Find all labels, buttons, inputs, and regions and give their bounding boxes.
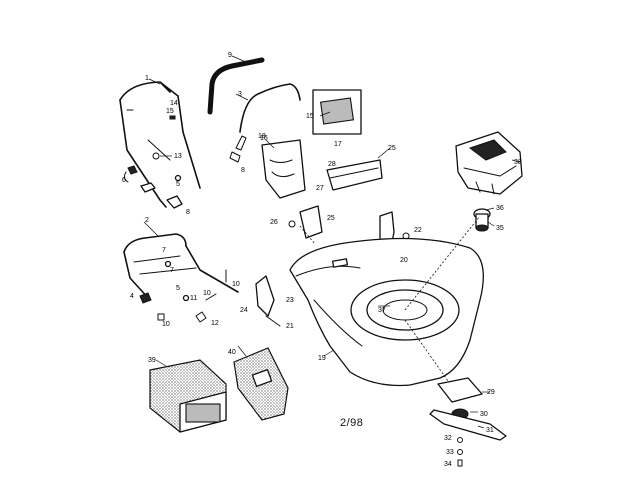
callout-32: 32 [444, 435, 452, 442]
callout-6: 6 [122, 177, 126, 184]
callout-10b: 10 [162, 321, 170, 328]
height-adjuster-left [255, 275, 281, 327]
callout-labels: 1 2 3 4 5 5 6 7 7 8 8 9 10 10 10 11 12 1… [122, 52, 522, 468]
mower-deck [289, 237, 484, 387]
callout-19: 19 [318, 355, 326, 362]
callout-22: 22 [414, 227, 422, 234]
callout-15a: 15 [166, 108, 174, 115]
callout-37: 37 [378, 307, 386, 314]
callout-24: 24 [240, 307, 248, 314]
callout-4: 4 [130, 293, 134, 300]
assembly-lines [299, 215, 481, 399]
callout-7a: 7 [162, 247, 166, 254]
callout-17: 17 [334, 141, 342, 148]
engine-mount [473, 208, 491, 232]
callout-12: 12 [211, 320, 219, 327]
upper-handle [119, 81, 201, 208]
engine [455, 131, 523, 195]
upper-handle-hardware [123, 115, 183, 209]
callout-38: 38 [514, 159, 522, 166]
lower-handle-hardware [139, 260, 227, 323]
callout-5b: 5 [176, 285, 180, 292]
callout-10a: 10 [232, 281, 240, 288]
callout-16: 16 [260, 135, 268, 142]
callout-9: 9 [228, 52, 232, 59]
callout-35: 35 [496, 225, 504, 232]
callout-31: 31 [486, 427, 494, 434]
callout-8b: 8 [241, 167, 245, 174]
callout-1: 1 [145, 75, 149, 82]
page-code: 2/98 [340, 417, 364, 429]
callout-25a: 25 [327, 215, 335, 222]
callout-36: 36 [496, 205, 504, 212]
callout-18: 18 [258, 133, 266, 140]
leader-lines [143, 55, 521, 429]
callout-15b: 15 [306, 113, 314, 120]
blade-assembly [429, 408, 507, 467]
control-cable [229, 83, 301, 163]
rear-pivot-bracket [288, 205, 323, 239]
callout-28: 28 [328, 161, 336, 168]
callout-25b: 25 [388, 145, 396, 152]
grass-bag-frame [233, 347, 289, 421]
callout-2: 2 [145, 217, 149, 224]
callout-11: 11 [190, 295, 197, 302]
callout-26: 26 [270, 219, 278, 226]
callout-7b: 7 [170, 267, 174, 274]
callout-13: 13 [174, 153, 182, 160]
decal-panel [312, 89, 362, 135]
grass-bag [149, 359, 227, 433]
callout-27: 27 [316, 185, 324, 192]
blade-adapter [437, 377, 483, 403]
callout-40: 40 [228, 349, 236, 356]
callout-3: 3 [238, 91, 242, 98]
lower-handle [123, 233, 239, 301]
callout-14: 14 [170, 100, 178, 107]
callout-30: 30 [480, 411, 488, 418]
callout-8a: 8 [186, 209, 190, 216]
callout-10c: 10 [203, 290, 211, 297]
callout-5a: 5 [176, 181, 180, 188]
callout-20: 20 [400, 257, 408, 264]
control-bail [207, 57, 265, 115]
callout-23: 23 [286, 297, 294, 304]
callout-21: 21 [286, 323, 294, 330]
callout-34: 34 [444, 461, 452, 468]
rear-bracket [261, 139, 306, 199]
rear-shield [326, 159, 383, 191]
callout-29: 29 [487, 389, 495, 396]
callout-39: 39 [148, 357, 156, 364]
callout-33: 33 [446, 449, 454, 456]
